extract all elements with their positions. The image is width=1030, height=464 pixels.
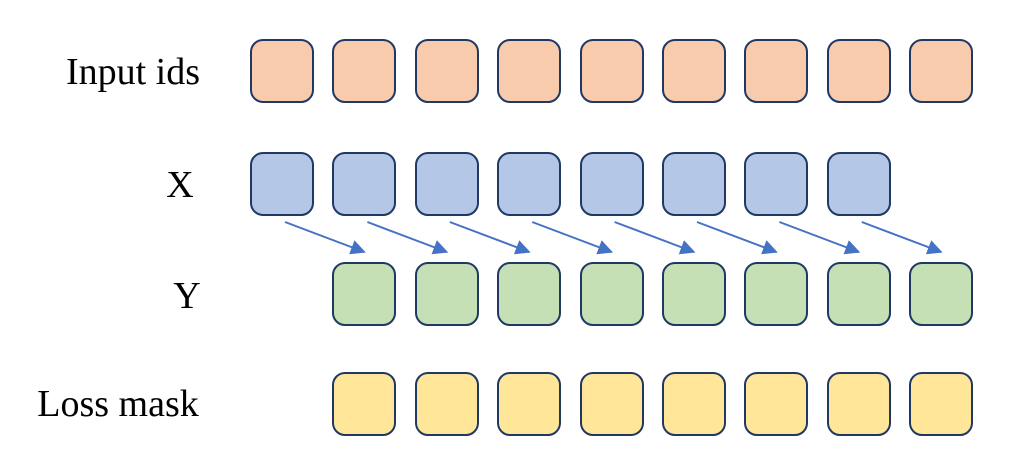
y-square-8 [909, 262, 974, 326]
shift-arrow-7 [779, 221, 861, 255]
y-square-2 [414, 262, 479, 326]
y-square-5 [662, 262, 726, 326]
x-square-5 [579, 152, 644, 216]
input-ids-square-5 [579, 39, 644, 103]
shift-arrow-4 [531, 221, 614, 255]
shift-arrow-6 [696, 221, 778, 255]
row-label-input-ids: Input ids [65, 51, 201, 93]
y-square-4 [579, 262, 644, 326]
row-label-y: Y [173, 275, 201, 317]
loss-mask-square-6 [744, 372, 809, 436]
loss-mask-square-3 [497, 372, 562, 436]
loss-mask-square-2 [414, 372, 479, 436]
y-square-3 [497, 262, 562, 326]
y-square-7 [826, 262, 891, 326]
loss-mask-square-4 [579, 372, 644, 436]
shift-arrow-3 [449, 221, 531, 255]
input-ids-square-8 [826, 39, 891, 103]
input-ids-square-2 [332, 39, 397, 103]
shift-arrow-1 [284, 221, 366, 255]
x-square-4 [497, 152, 562, 216]
input-ids-square-7 [744, 39, 809, 103]
x-square-8 [826, 152, 891, 216]
input-ids-square-3 [414, 39, 479, 103]
input-ids-square-4 [497, 39, 562, 103]
x-square-7 [744, 152, 809, 216]
loss-mask-square-7 [826, 372, 891, 436]
loss-mask-square-5 [662, 372, 726, 436]
shift-arrow-2 [367, 221, 449, 255]
input-ids-square-1 [250, 39, 314, 103]
x-square-2 [332, 152, 397, 216]
y-square-6 [744, 262, 809, 326]
input-ids-square-9 [909, 39, 974, 103]
shift-arrow-5 [614, 221, 696, 255]
x-square-6 [662, 152, 726, 216]
loss-mask-square-8 [909, 372, 974, 436]
y-square-1 [332, 262, 397, 326]
loss-mask-square-1 [332, 372, 397, 436]
shift-arrow-8 [861, 221, 943, 255]
x-square-1 [250, 152, 314, 216]
row-label-loss-mask: Loss mask [37, 383, 199, 425]
x-square-3 [414, 152, 479, 216]
row-label-x: X [166, 164, 194, 206]
input-ids-square-6 [662, 39, 726, 103]
